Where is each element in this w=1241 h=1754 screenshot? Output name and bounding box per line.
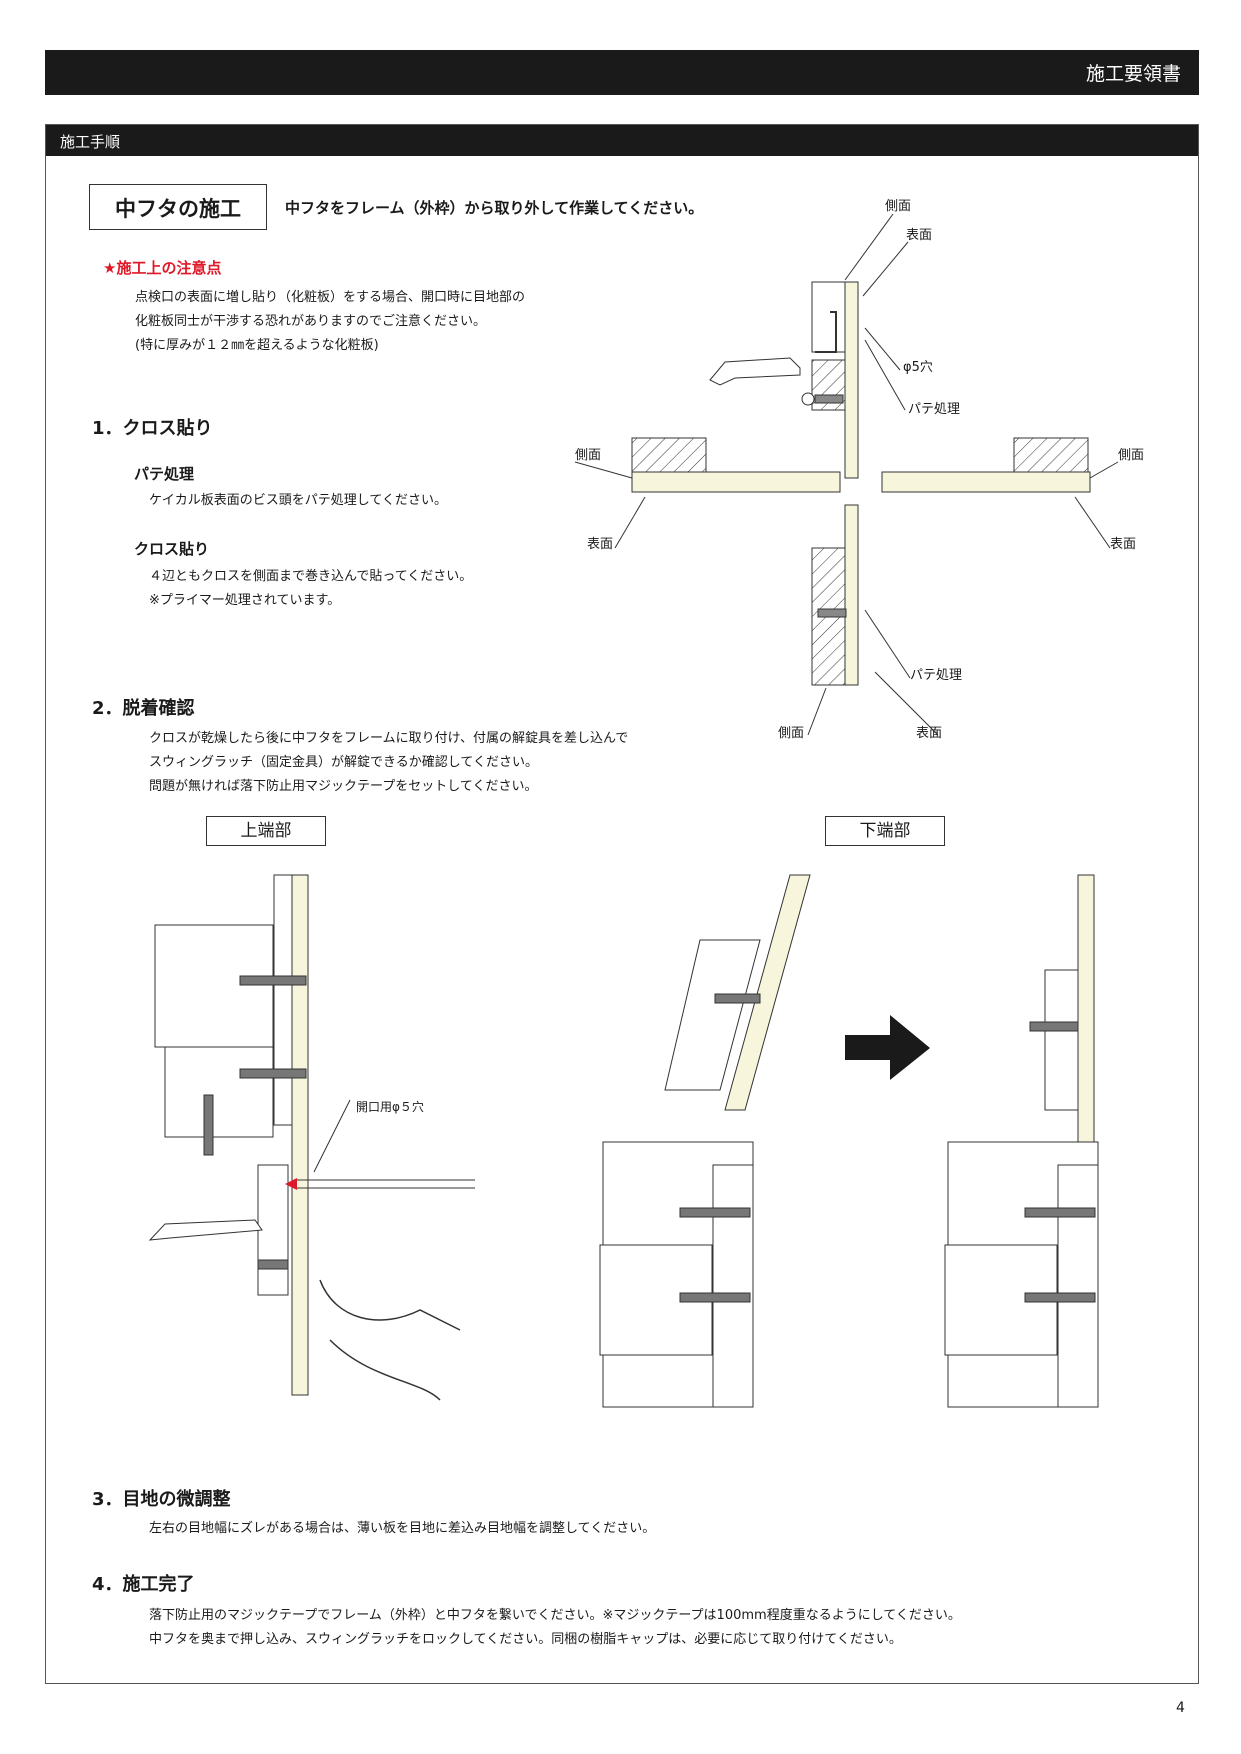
step2-line: スウィングラッチ（固定金具）が解錠できるか確認してください。 [149,755,538,770]
frame-lower-after-inner [1057,1164,1099,1408]
latch-shape [709,357,801,386]
main-title-box: 中フタの施工 [89,184,267,230]
step4-heading: 4．施工完了 [92,1574,195,1595]
frame-lower-before-inner [712,1164,754,1408]
step1-heading: 1．クロス貼り [92,418,213,439]
step1-sub2-text: ４辺ともクロスを側面まで巻き込んで貼ってください。 ※プライマー処理されています… [149,565,472,613]
vertical-board-top [844,281,859,479]
main-description: 中フタをフレーム（外枠）から取り外して作業してください。 [285,199,704,217]
page-number: 4 [1176,1700,1185,1716]
screw-icon [203,975,307,1270]
step2-heading: 2．脱着確認 [92,698,195,719]
step1-sub1-text: ケイカル板表面のビス頭をパテ処理してください。 [149,493,447,508]
hatched-block-left [631,437,707,473]
label-surface-left: 表面 [587,537,614,552]
hatched-block-right [1013,437,1089,473]
step3-text: 左右の目地幅にズレがある場合は、薄い板を目地に差込み目地幅を調整してください。 [149,1521,656,1536]
upper-end-label: 上端部 [206,816,326,846]
label-surface-right: 表面 [1110,537,1137,552]
step2-line: クロスが乾燥したら後に中フタをフレームに取り付け、付属の解錠具を差し込んで [149,731,629,746]
lower-end-label: 下端部 [825,816,945,846]
label-surface-bottom: 表面 [916,726,943,741]
step4-line: 中フタを奥まで押し込み、スウィングラッチをロックしてください。同梱の樹脂キャップ… [149,1632,902,1647]
step3-heading: 3．目地の微調整 [92,1489,231,1510]
frame-upper [273,874,293,1126]
cross-section-diagram [574,213,1119,736]
step4-text: 落下防止用のマジックテープでフレーム（外枠）と中フタを繋いでください。※マジック… [149,1604,961,1652]
hand-icon [319,1279,461,1401]
caution-line: 化粧板同士が干渉する恐れがありますのでご注意ください。 [135,314,487,329]
label-putty-top: パテ処理 [908,402,961,417]
label-side-left: 側面 [575,448,602,463]
label-side-right: 側面 [1118,448,1145,463]
main-title: 中フタの施工 [115,197,241,221]
screw-icon [1024,1021,1096,1303]
latch-body-upper [257,1164,289,1296]
block-lower-after-top [1044,969,1079,1111]
screw-icon [817,608,847,618]
step1-sub2-line: ※プライマー処理されています。 [149,593,341,608]
board-upper [291,874,309,1396]
block-upper-2 [164,1046,274,1138]
caution-line: 点検口の表面に増し貼り（化粧板）をする場合、開口時に目地部の [135,290,526,305]
arrow-icon [285,1178,297,1190]
arrow-right-icon [845,1015,930,1080]
label-hole: φ5穴 [903,360,933,375]
label-surface-top: 表面 [906,228,933,243]
step1-sub2-heading: クロス貼り [134,540,210,558]
block-lower-tilted [664,939,761,1091]
label-putty-bottom: パテ処理 [910,668,963,683]
step2-text: クロスが乾燥したら後に中フタをフレームに取り付け、付属の解錠具を差し込んで スウ… [149,727,628,799]
caution-text: 点検口の表面に増し貼り（化粧板）をする場合、開口時に目地部の 化粧板同士が干渉す… [135,286,525,358]
hook-icon [815,311,837,353]
hole-callout: 開口用φ５穴 [356,1100,424,1114]
section-bar: 施工手順 [46,125,1198,156]
step1-sub1-heading: パテ処理 [134,465,195,483]
caution-line: (特に厚みが１２㎜を超えるような化粧板) [135,338,379,353]
callout-leader [313,1099,351,1173]
document-title: 施工要領書 [1085,63,1181,85]
step2-line: 問題が無ければ落下防止用マジックテープをセットしてください。 [149,779,538,794]
step1-sub2-line: ４辺ともクロスを側面まで巻き込んで貼ってください。 [149,569,473,584]
detail-diagram [148,874,1099,1408]
frame-block-top [811,281,846,353]
screw-icon [679,993,761,1303]
screw-icon [801,392,844,406]
section-frame: 施工手順 [45,124,1199,1684]
step4-line: 落下防止用のマジックテープでフレーム（外枠）と中フタを繋いでください。※マジック… [149,1608,961,1623]
horizontal-board-left [631,471,841,493]
label-side-bottom: 側面 [778,726,805,741]
header-bar: 施工要領書 [45,50,1199,95]
horizontal-board-right [881,471,1091,493]
board-lower-tilted [724,874,811,1111]
vertical-board-bottom [844,504,859,686]
caution-heading: ★施工上の注意点 [103,259,222,277]
section-label: 施工手順 [60,133,121,151]
label-side-top: 側面 [885,199,912,214]
latch-arm-upper [148,1219,263,1241]
block-upper-1 [154,924,274,1048]
